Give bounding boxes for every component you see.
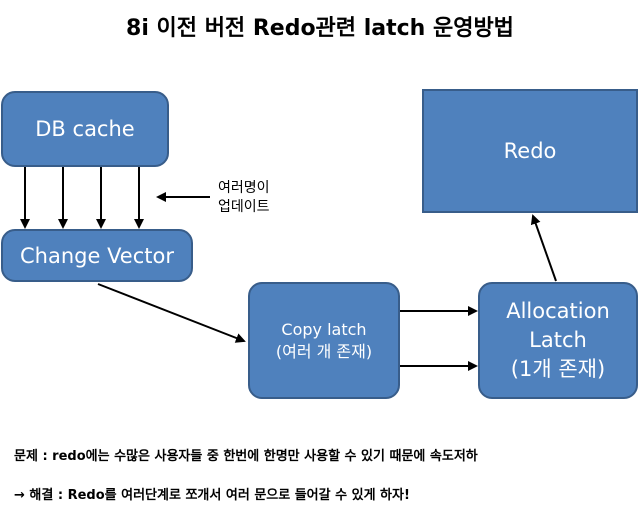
problem-statement: 문제 : redo에는 수많은 사용자들 중 한번에 한명만 사용할 수 있기 … — [14, 449, 478, 464]
cv-to-copy-arrow — [97, 283, 246, 343]
copy-latch-box: Copy latch (여러 개 존재) — [248, 282, 400, 399]
change-vector-box: Change Vector — [1, 229, 193, 282]
diagram-title: 8i 이전 버전 Redo관련 latch 운영방법 — [126, 16, 514, 41]
redo-box: Redo — [422, 89, 638, 213]
solution-statement: → 해결 : Redo를 여러단계로 쪼개서 여러 문으로 들어갈 수 있게 하… — [14, 488, 410, 503]
multi-user-update-note: 여러명이 업데이트 — [218, 180, 270, 215]
db-cache-box: DB cache — [1, 91, 169, 167]
alloc-to-redo-arrow — [530, 214, 557, 282]
allocation-latch-box: Allocation Latch (1개 존재) — [478, 282, 638, 399]
